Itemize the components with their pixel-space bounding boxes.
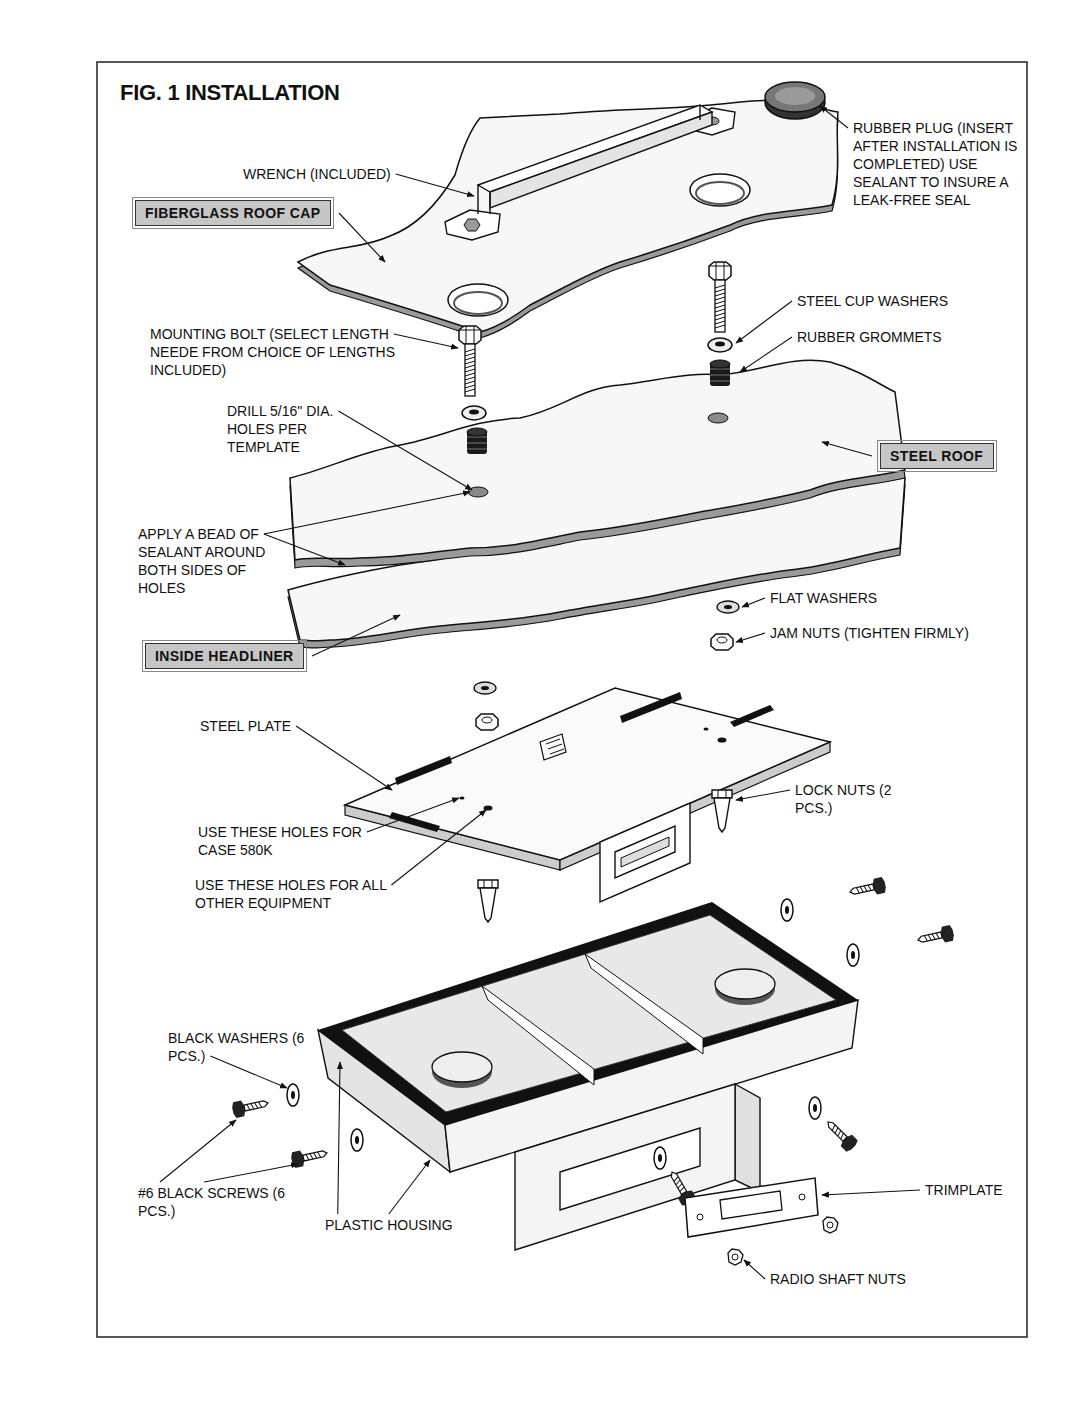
rubber-plug bbox=[765, 82, 825, 119]
part-label: LOCK NUTS (2 PCS.) bbox=[795, 781, 915, 817]
part-tag-text: STEEL ROOF bbox=[890, 447, 984, 465]
mounting-bolt bbox=[709, 262, 731, 332]
leader-line bbox=[822, 1190, 920, 1195]
housing-screws bbox=[231, 877, 955, 1207]
leader-line bbox=[338, 411, 472, 490]
black-screw bbox=[231, 1095, 270, 1118]
leader-line bbox=[264, 492, 470, 534]
steel-plate bbox=[345, 688, 830, 922]
lock-nut bbox=[478, 880, 498, 922]
steel-roof bbox=[290, 360, 905, 568]
leader-line bbox=[296, 726, 392, 790]
jam-nut bbox=[711, 634, 733, 650]
part-tag: INSIDE HEADLINER bbox=[145, 643, 304, 669]
leader-line bbox=[160, 1120, 236, 1182]
black-washer bbox=[847, 944, 859, 966]
leader-line bbox=[744, 1260, 765, 1279]
part-label: DRILL 5/16" DIA. HOLES PER TEMPLATE bbox=[227, 402, 367, 456]
part-tag-text: FIBERGLASS ROOF CAP bbox=[145, 204, 321, 222]
leader-line bbox=[736, 633, 765, 642]
part-label: #6 BLACK SCREWS (6 PCS.) bbox=[138, 1184, 303, 1220]
mounting-bolt bbox=[459, 326, 481, 396]
leader-line bbox=[210, 1056, 287, 1088]
fiberglass-roof-cap bbox=[298, 100, 838, 338]
flat-washer bbox=[474, 682, 496, 694]
lock-nut bbox=[712, 790, 732, 832]
black-screw bbox=[822, 1116, 859, 1153]
part-tag: STEEL ROOF bbox=[880, 443, 994, 469]
leader-line bbox=[394, 334, 458, 348]
cup-washer bbox=[708, 338, 732, 352]
black-screw bbox=[916, 925, 955, 948]
mounting-hardware bbox=[459, 262, 739, 730]
leader-line bbox=[391, 810, 486, 885]
black-washer bbox=[287, 1084, 299, 1106]
leader-line bbox=[742, 598, 765, 607]
leader-line bbox=[338, 1062, 340, 1214]
part-label: JAM NUTS (TIGHTEN FIRMLY) bbox=[770, 624, 1020, 642]
part-label: STEEL CUP WASHERS bbox=[797, 292, 1017, 310]
leader-line bbox=[312, 615, 400, 656]
rubber-grommet bbox=[710, 360, 730, 386]
leader-line bbox=[339, 213, 385, 262]
flat-washer bbox=[717, 601, 739, 613]
leader-line bbox=[740, 337, 792, 372]
radio-shaft-nut bbox=[823, 1217, 838, 1233]
wrench bbox=[445, 105, 735, 240]
plastic-housing bbox=[318, 902, 858, 1250]
leader-line bbox=[264, 534, 345, 565]
black-screw bbox=[848, 877, 887, 900]
part-label: USE THESE HOLES FOR ALL OTHER EQUIPMENT bbox=[195, 876, 425, 912]
leader-line bbox=[822, 442, 872, 456]
part-label: RUBBER PLUG (INSERT AFTER INSTALLATION I… bbox=[853, 119, 1021, 209]
part-label: RUBBER GROMMETS bbox=[797, 328, 1017, 346]
leader-line bbox=[396, 174, 474, 196]
leader-line bbox=[820, 106, 848, 128]
page-frame bbox=[97, 62, 1027, 1337]
part-label: MOUNTING BOLT (SELECT LENGTH NEEDE FROM … bbox=[150, 325, 435, 379]
part-label: APPLY A BEAD OF SEALANT AROUND BOTH SIDE… bbox=[138, 525, 288, 597]
rubber-grommet bbox=[467, 428, 487, 454]
part-label: BLACK WASHERS (6 PCS.) bbox=[168, 1029, 318, 1065]
drilled-hole bbox=[708, 413, 728, 423]
leader-line bbox=[367, 798, 459, 832]
part-tag-text: INSIDE HEADLINER bbox=[155, 647, 294, 665]
part-label: TRIMPLATE bbox=[925, 1181, 1020, 1199]
drilled-hole bbox=[468, 487, 488, 497]
black-washer bbox=[654, 1147, 666, 1169]
part-label: WRENCH (INCLUDED) bbox=[243, 165, 443, 183]
trimplate bbox=[685, 1178, 838, 1265]
radio-shaft-nut bbox=[728, 1249, 743, 1265]
black-washer bbox=[809, 1097, 821, 1119]
cup-washer bbox=[462, 406, 486, 420]
part-tag: FIBERGLASS ROOF CAP bbox=[135, 200, 331, 226]
part-label: USE THESE HOLES FOR CASE 580K bbox=[198, 823, 368, 859]
jam-nut bbox=[476, 714, 498, 730]
leader-line bbox=[736, 790, 790, 800]
part-label: STEEL PLATE bbox=[200, 717, 350, 735]
leader-line bbox=[389, 1160, 430, 1214]
black-washer bbox=[781, 899, 793, 921]
part-label: FLAT WASHERS bbox=[770, 589, 970, 607]
leader-line bbox=[204, 1164, 298, 1182]
figure-title: FIG. 1 INSTALLATION bbox=[120, 80, 340, 106]
part-label: PLASTIC HOUSING bbox=[325, 1216, 525, 1234]
part-label: RADIO SHAFT NUTS bbox=[770, 1270, 970, 1288]
leader-line bbox=[736, 301, 792, 343]
black-washer bbox=[351, 1129, 363, 1151]
